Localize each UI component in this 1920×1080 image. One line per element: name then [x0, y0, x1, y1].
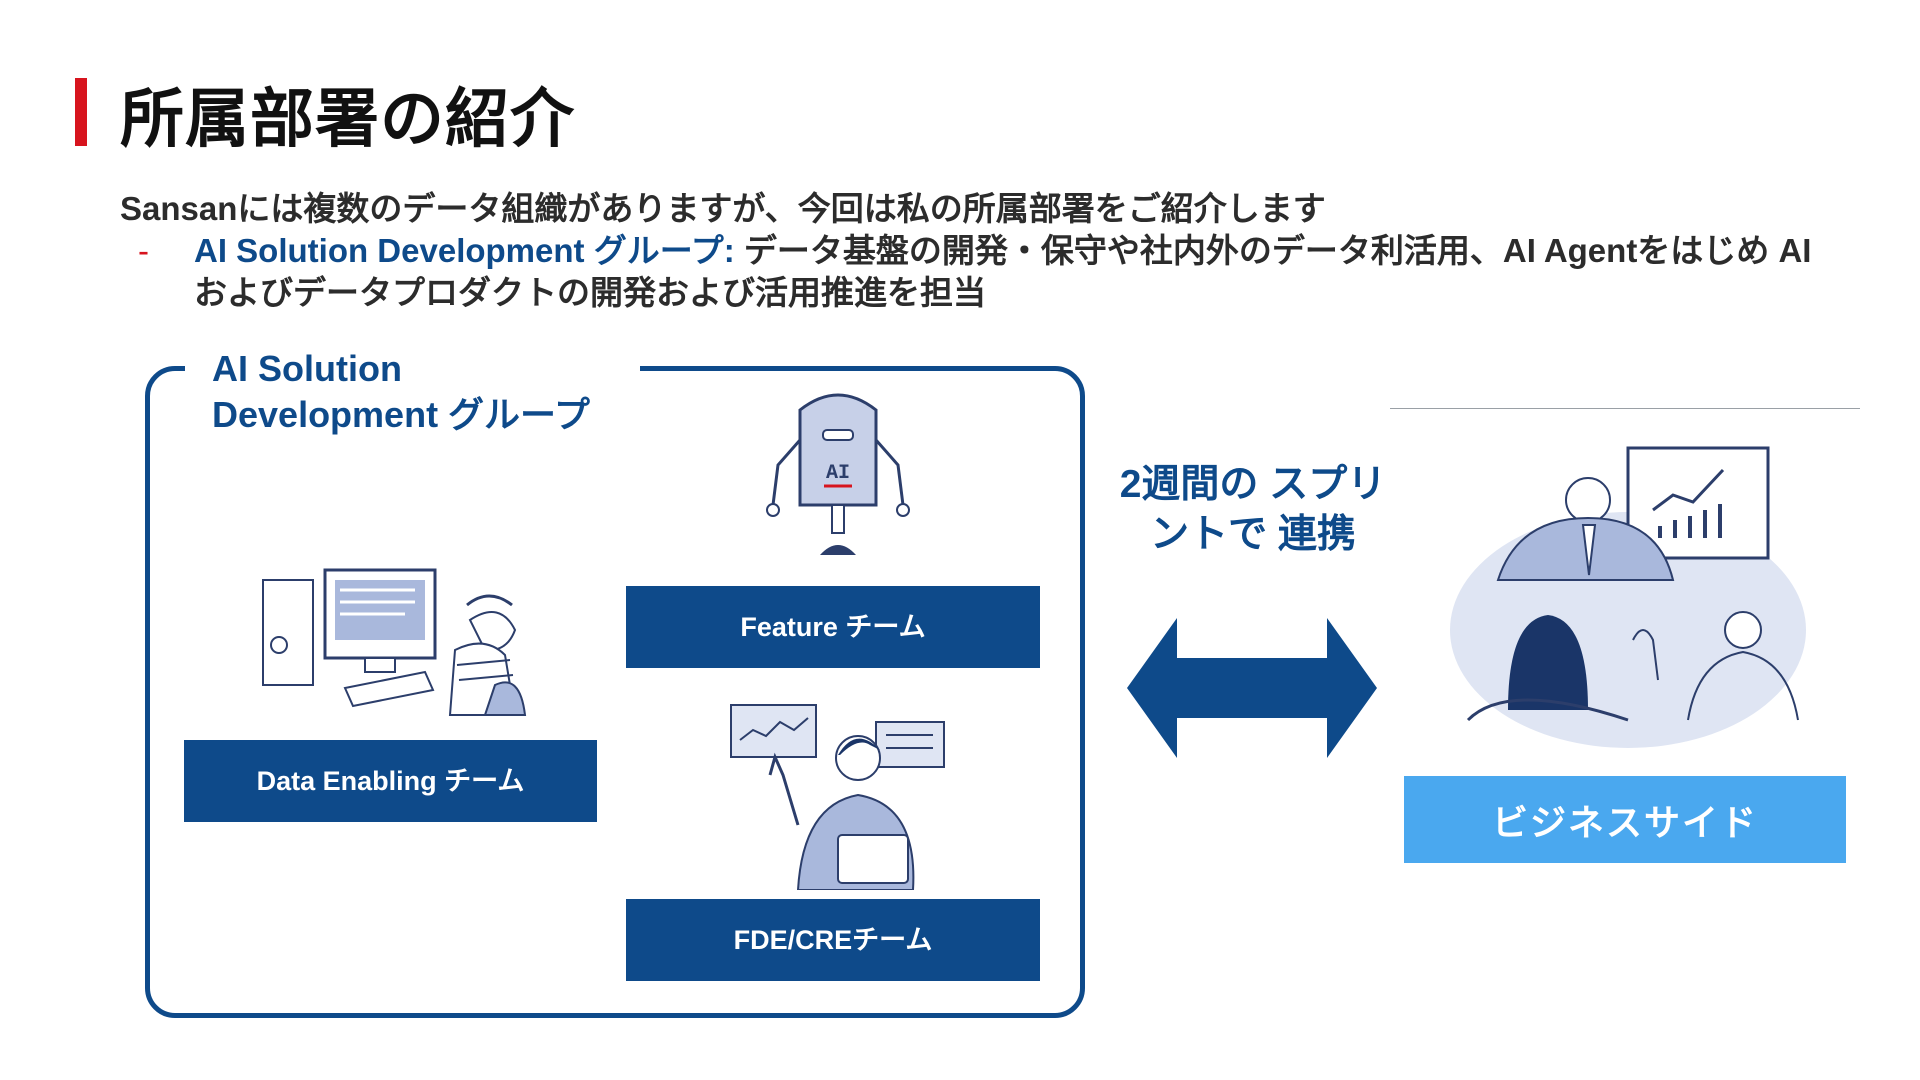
intro-text: Sansanには複数のデータ組織がありますが、今回は私の所属部署をご紹介します: [120, 190, 1326, 227]
business-side-box: ビジネスサイド: [1404, 776, 1846, 863]
group-label: AI Solution Development グループ: [212, 348, 590, 435]
team-data-enabling: Data Enabling チーム: [184, 740, 597, 822]
bidirectional-arrow: [1127, 618, 1377, 758]
robot-ai-text: AI: [826, 462, 850, 485]
developer-at-computer-illustration: [262, 568, 527, 716]
business-divider-line: [1390, 408, 1860, 409]
page-title: 所属部署の紹介: [120, 83, 575, 155]
group-border-gap: [185, 355, 640, 385]
team-fde-cre: FDE/CREチーム: [626, 899, 1040, 981]
person-with-tablet-illustration: [730, 704, 945, 890]
title-accent-bar: [75, 78, 87, 146]
bullet-dash: -: [138, 232, 149, 269]
bullet-highlight: AI Solution Development グループ:: [194, 232, 735, 269]
bullet-description: データ基盤の開発・保守や社内外のデータ利活用、AI Agentをはじめ AIおよ…: [194, 232, 1812, 311]
bullet-item: AI Solution Development グループ: データ基盤の開発・保…: [194, 230, 1834, 314]
ai-robot-illustration: AI: [766, 393, 910, 555]
business-meeting-illustration: [1450, 446, 1806, 748]
sprint-collaboration-label: 2週間の スプリントで 連携: [1119, 463, 1387, 556]
team-feature: Feature チーム: [626, 586, 1040, 668]
